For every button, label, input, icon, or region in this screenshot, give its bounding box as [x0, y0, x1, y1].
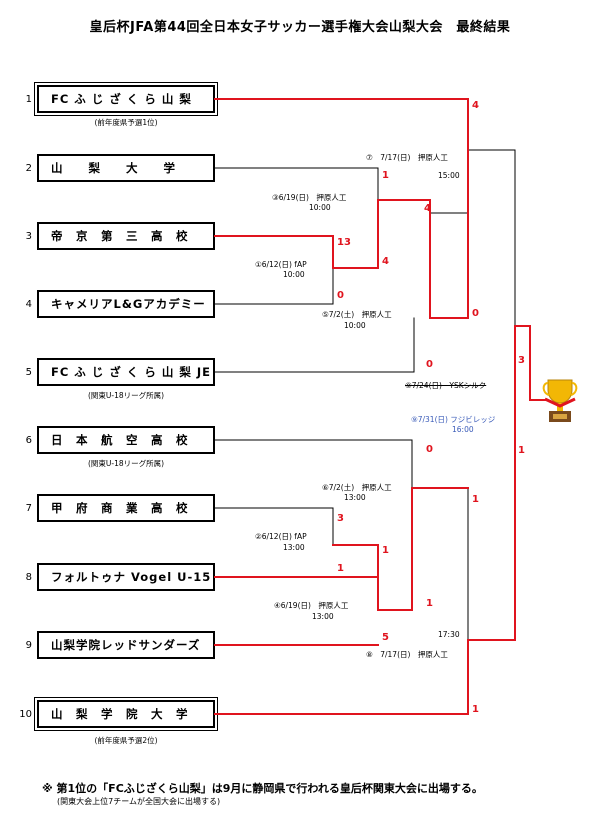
- team-box-8: フォルトゥナ Vogel U-15: [37, 563, 215, 591]
- footer-subnote: (関東大会上位7チームが全国大会に出場する): [57, 797, 221, 806]
- match-5-info: ⑤7/2(土) 押原人工: [322, 310, 392, 319]
- match-9-old-info: ⑨7/24(日) YSKシルク: [405, 381, 487, 390]
- team-note: (関東U-18リーグ所属): [87, 459, 165, 468]
- score-label: 4: [472, 100, 479, 111]
- match-1-info: ①6/12(日) fAP: [255, 260, 307, 269]
- team-number: 5: [25, 367, 32, 378]
- match-7-info: ⑦ 7/17(日) 押原人工: [366, 153, 448, 162]
- score-label: 13: [337, 237, 351, 248]
- team-number: 4: [25, 299, 32, 310]
- team-note: (関東U-18リーグ所属): [87, 391, 165, 400]
- match-1-time: 10:00: [283, 270, 305, 279]
- team-box-2: 山 梨 大 学: [37, 154, 215, 182]
- score-label: 1: [426, 598, 433, 609]
- score-label: 1: [382, 170, 389, 181]
- team-box-5: FC ふ じ ざ く ら 山 梨 JE: [37, 358, 215, 386]
- team-number: 1: [25, 94, 32, 105]
- match-2-info: ②6/12(日) fAP: [255, 532, 307, 541]
- score-label: 0: [337, 290, 344, 301]
- team-number: 10: [19, 709, 32, 720]
- score-label: 1: [472, 494, 479, 505]
- score-label: 0: [426, 359, 433, 370]
- team-number: 8: [25, 572, 32, 583]
- score-label: 4: [424, 203, 431, 214]
- score-label: 4: [382, 256, 389, 267]
- team-box-1: FC ふ じ ざ く ら 山 梨: [34, 82, 218, 116]
- match-6-time: 13:00: [344, 493, 366, 502]
- page-title: 皇后杯JFA第44回全日本女子サッカー選手権大会山梨大会 最終結果: [89, 20, 511, 35]
- match-2-time: 13:00: [283, 543, 305, 552]
- team-number: 2: [25, 163, 32, 174]
- team-box-6: 日 本 航 空 高 校: [37, 426, 215, 454]
- trophy-icon: [542, 379, 578, 422]
- team-note: (前年度県予選1位): [94, 118, 158, 127]
- score-label: 0: [426, 444, 433, 455]
- team-box-3: 帝 京 第 三 高 校: [37, 222, 215, 250]
- match-3-time: 10:00: [309, 203, 331, 212]
- team-number: 3: [25, 231, 32, 242]
- match-4-info: ④6/19(日) 押原人工: [274, 601, 349, 610]
- team-box-7: 甲 府 商 業 高 校: [37, 494, 215, 522]
- match-5-time: 10:00: [344, 321, 366, 330]
- score-label: 1: [518, 445, 525, 456]
- team-number: 6: [25, 435, 32, 446]
- team-box-10: 山 梨 学 院 大 学: [34, 697, 218, 731]
- match-3-info: ③6/19(日) 押原人工: [272, 193, 347, 202]
- team-box-4: キャメリアL&Gアカデミー: [37, 290, 215, 318]
- score-label: 1: [337, 563, 344, 574]
- match-6-info: ⑥7/2(土) 押原人工: [322, 483, 392, 492]
- score-label: 3: [518, 355, 525, 366]
- score-label: 1: [382, 545, 389, 556]
- team-number: 9: [25, 640, 32, 651]
- team-number: 7: [25, 503, 32, 514]
- match-7-time: 15:00: [438, 171, 460, 180]
- team-box-9: 山梨学院レッドサンダーズ: [37, 631, 215, 659]
- match-9-time: 16:00: [452, 425, 474, 434]
- match-8-time: 17:30: [438, 630, 460, 639]
- score-label: 5: [382, 632, 389, 643]
- score-label: 3: [337, 513, 344, 524]
- footer-note: ※ 第1位の「FCふじざくら山梨」は9月に静岡県で行われる皇后杯関東大会に出場す…: [42, 782, 483, 795]
- match-8-info: ⑧ 7/17(日) 押原人工: [366, 650, 448, 659]
- match-4-time: 13:00: [312, 612, 334, 621]
- match-9-info: ⑨7/31(日) フジビレッジ: [411, 415, 496, 424]
- score-label: 0: [472, 308, 479, 319]
- score-label: 1: [472, 704, 479, 715]
- team-note: (前年度県予選2位): [94, 736, 158, 745]
